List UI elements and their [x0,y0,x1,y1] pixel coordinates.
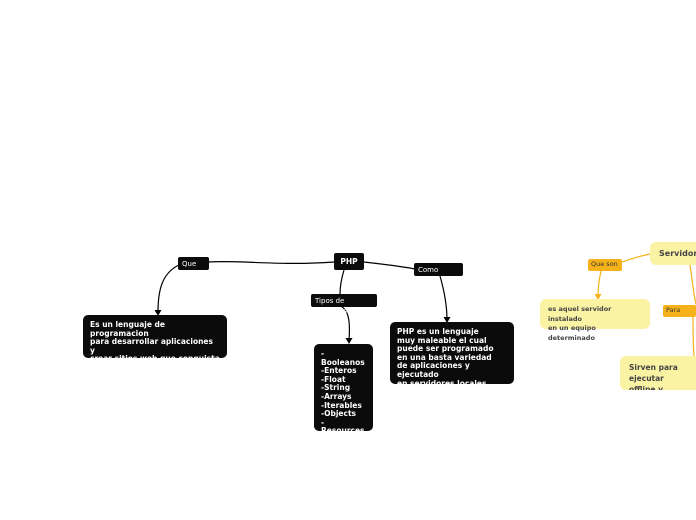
link-root-como [363,261,416,270]
que-es-label[interactable]: Que es [178,257,209,278]
servidor-definition-node[interactable]: es aquel servidor instalado en un equipo… [540,299,650,342]
para-que-label[interactable]: Para que [663,305,696,317]
link-root-que-es [207,260,335,265]
php-root-node[interactable]: PHP [334,253,364,270]
link-que-son-definition [597,270,602,297]
servidor-purpose-node[interactable]: Sirven para ejecutar offline y online u.… [620,356,696,390]
link-que-es-definition [157,263,182,313]
link-servidores-para-que [689,264,696,306]
link-tipos-list [341,306,351,342]
link-servidores-que-son [621,253,651,263]
tipos-de-variables-label[interactable]: Tipos de variables [311,294,377,315]
arrowhead-servidor-definition [594,294,602,300]
link-como-usage [439,275,448,321]
link-para-que-purpose [692,316,695,357]
arrowhead-definition [154,310,162,316]
servidores-root-node[interactable]: Servidores [650,242,696,265]
variable-types-node[interactable]: -Booleanos -Enteros -Float -String -Arra… [314,344,373,444]
que-son-label[interactable]: Que son [588,259,622,271]
arrowhead-usage [443,317,451,323]
como-usarlo-label[interactable]: Como usarlo [414,263,463,284]
php-usage-node[interactable]: PHP es un lenguaje muy maleable el cual … [390,322,514,387]
arrowhead-types [345,338,353,344]
php-definition-node[interactable]: Es un lenguaje de programacion para desa… [83,315,227,372]
link-root-tipos [339,269,345,295]
